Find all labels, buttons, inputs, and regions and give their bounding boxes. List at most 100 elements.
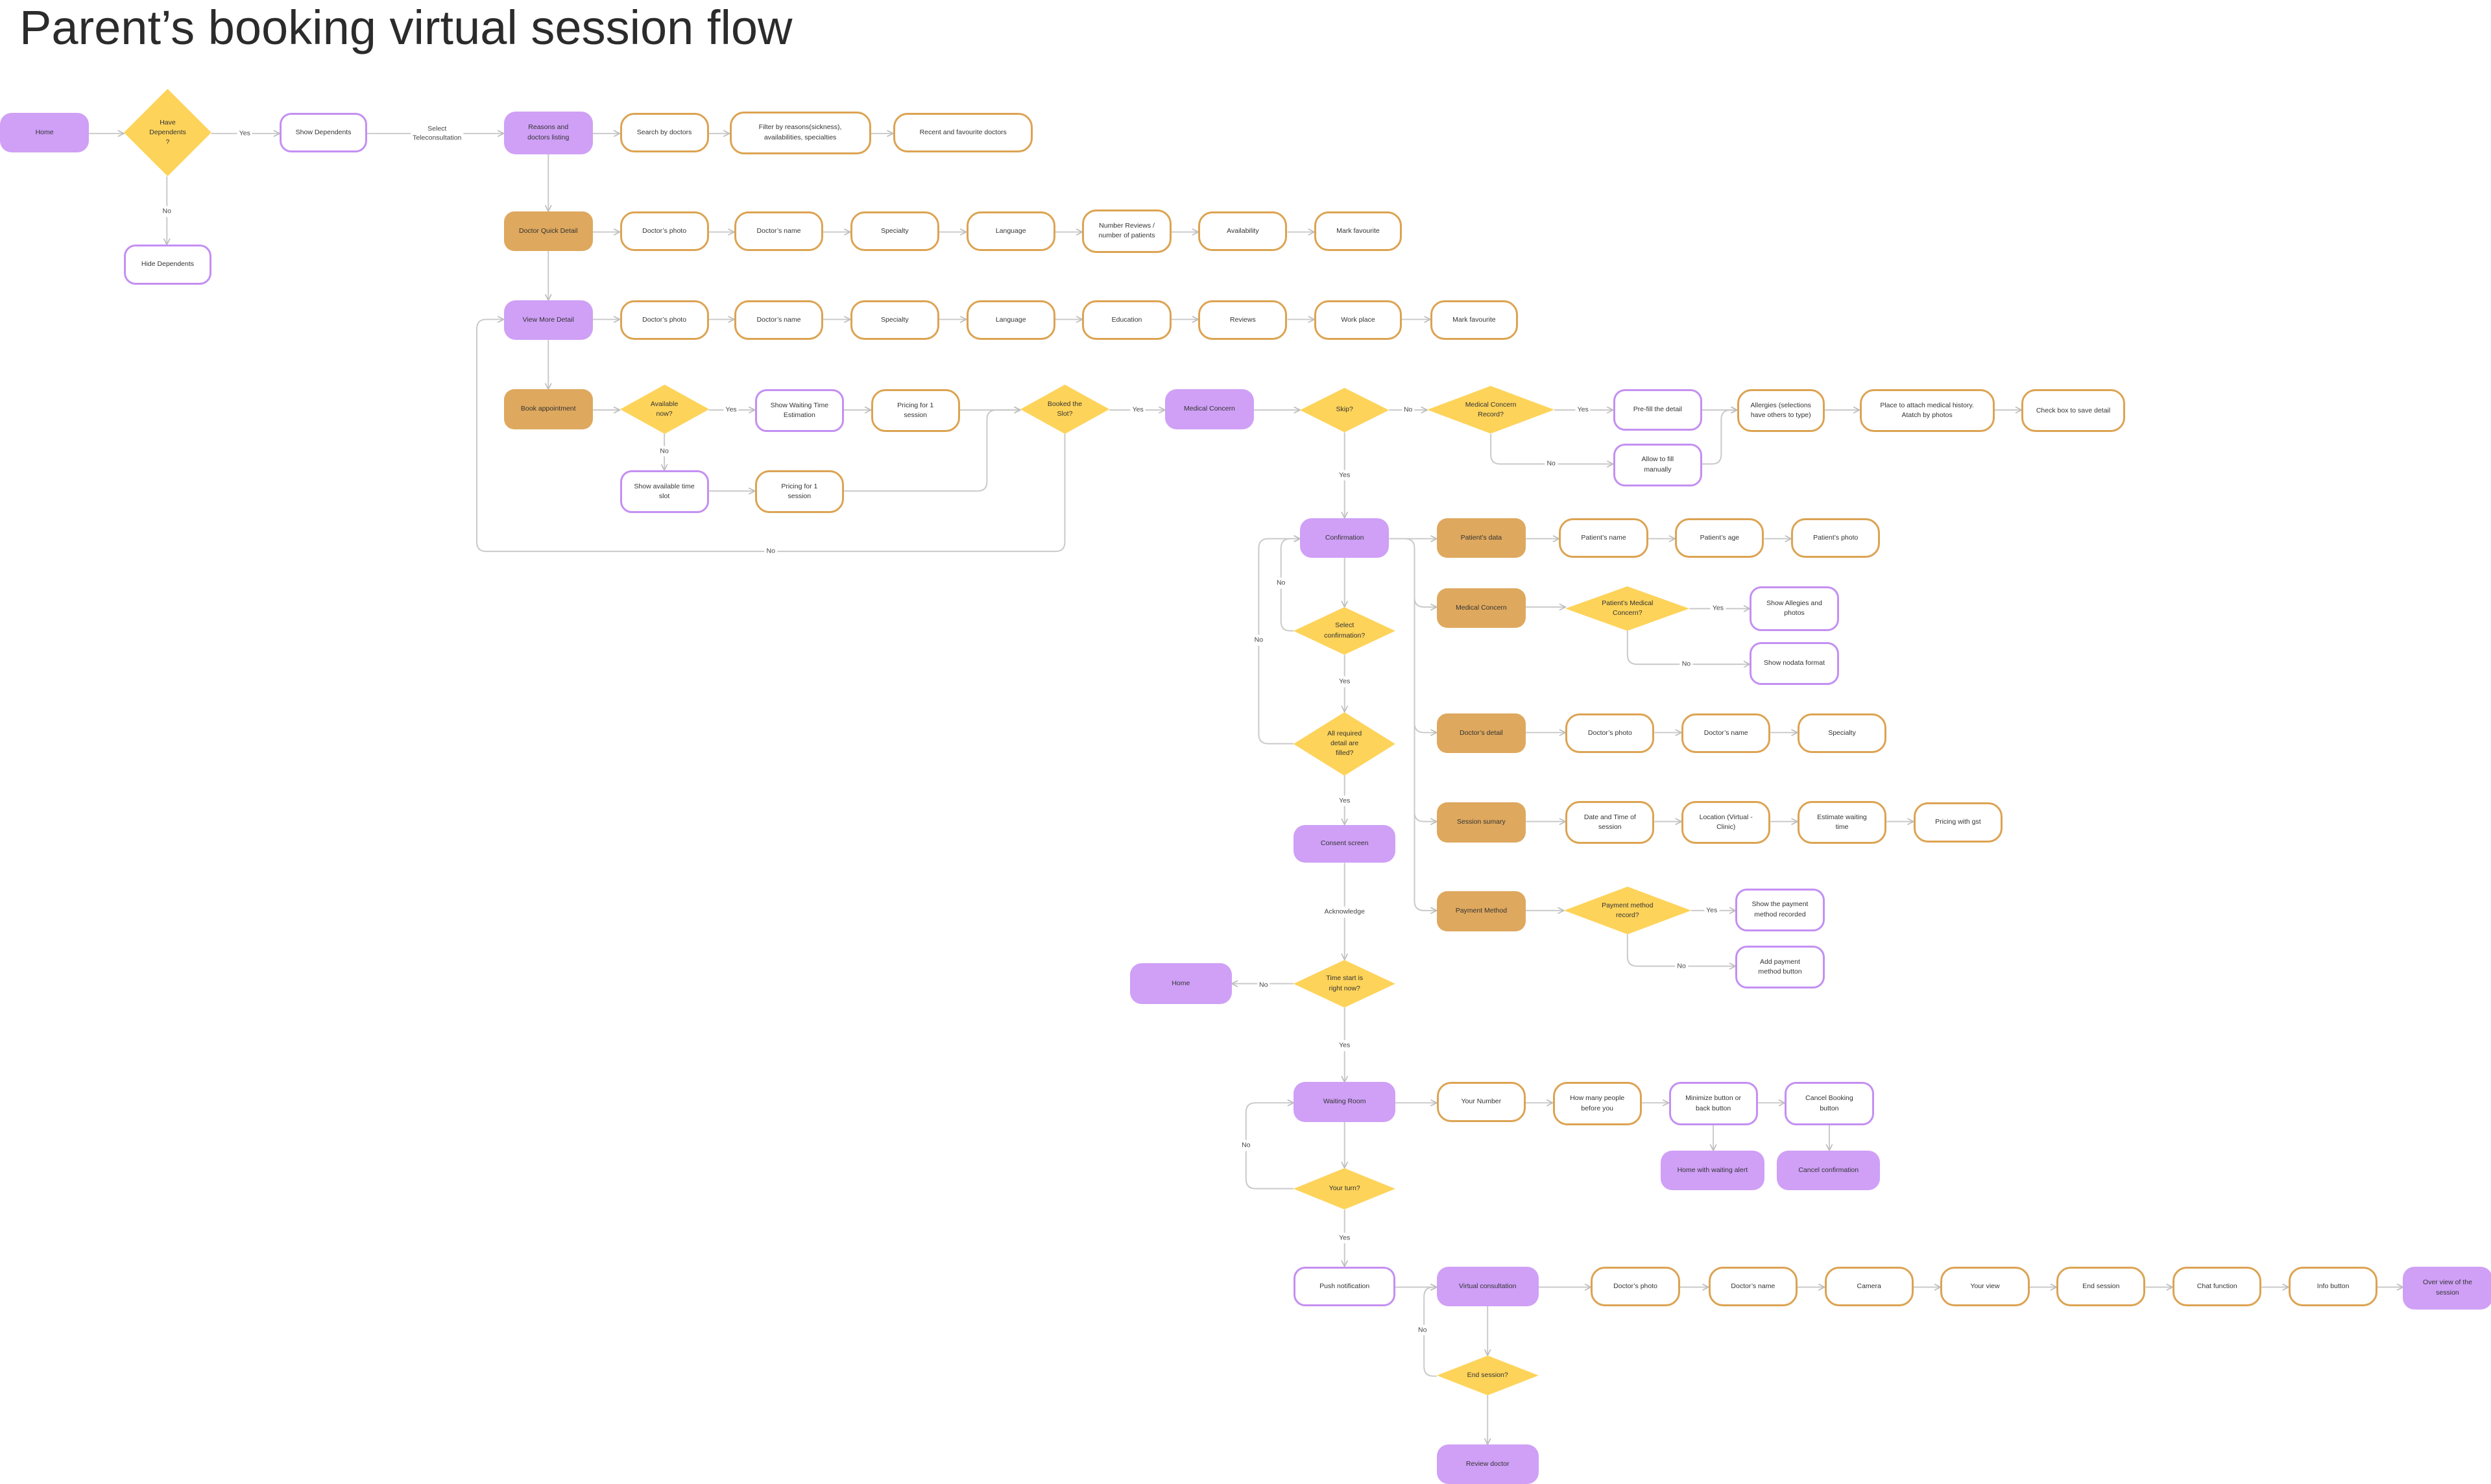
edge-label: No bbox=[764, 545, 777, 557]
connector bbox=[1414, 811, 1437, 822]
node-home2: Home bbox=[1129, 963, 1232, 1005]
connector bbox=[1389, 538, 1437, 911]
node-q-photo: Doctor’s photo bbox=[620, 211, 709, 252]
node-s-date: Date and Time of session bbox=[1565, 800, 1655, 844]
node-people: How many people before you bbox=[1552, 1082, 1642, 1125]
node-home-alert: Home with waiting alert bbox=[1661, 1150, 1764, 1191]
connector bbox=[1626, 934, 1736, 966]
node-slots: Show available time slot bbox=[620, 470, 709, 514]
node-book: Book appointment bbox=[503, 389, 593, 429]
edge-label: Yes bbox=[1337, 1232, 1353, 1243]
connector bbox=[1702, 410, 1737, 465]
node-pat-name: Patient’s name bbox=[1559, 518, 1648, 558]
connector bbox=[1414, 723, 1437, 733]
node-price2: Pricing for 1 session bbox=[754, 470, 844, 514]
node-m-name: Doctor’s name bbox=[734, 300, 824, 341]
node-nodata: Show nodata format bbox=[1750, 641, 1839, 685]
edge-label: Acknowledge bbox=[1322, 906, 1367, 918]
edge-label: Yes bbox=[1337, 795, 1353, 807]
node-pat-data: Patient’s data bbox=[1436, 518, 1526, 558]
node-pay-show: Show the payment method recorded bbox=[1735, 888, 1825, 931]
edge-label: Yes bbox=[1130, 404, 1146, 416]
decision-shape bbox=[1563, 887, 1691, 935]
node-q-reviews: Number Reviews / number of patients bbox=[1082, 209, 1172, 253]
node-c-pay: Payment Method bbox=[1436, 891, 1526, 931]
connector bbox=[1245, 1103, 1294, 1190]
edge-label: No bbox=[1675, 961, 1688, 972]
decision-your-turn: Your turn? bbox=[1294, 1167, 1396, 1210]
node-cd-photo: Doctor’s photo bbox=[1565, 713, 1655, 754]
decision-shape bbox=[124, 89, 211, 176]
node-minimize: Minimize button or back button bbox=[1668, 1082, 1758, 1125]
edge-label: Yes bbox=[1337, 470, 1353, 481]
edge-label: No bbox=[1252, 635, 1266, 646]
node-checkbox: Check box to save detail bbox=[2021, 389, 2125, 433]
node-pay-add: Add payment method button bbox=[1735, 945, 1825, 988]
node-q-avail: Availability bbox=[1198, 211, 1288, 252]
decision-skip: Skip? bbox=[1300, 387, 1390, 433]
node-recent: Recent and favourite doctors bbox=[893, 112, 1033, 153]
decision-label: Select confirmation? bbox=[1324, 621, 1366, 640]
node-hide-dep: Hide Dependents bbox=[124, 245, 211, 285]
connector bbox=[476, 319, 1066, 553]
edge-label: No bbox=[1274, 577, 1288, 589]
node-m-spec: Specialty bbox=[850, 300, 939, 341]
node-q-spec: Specialty bbox=[850, 211, 939, 252]
node-v-over: Over view of the session bbox=[2403, 1266, 2491, 1310]
edge-label: No bbox=[1416, 1324, 1429, 1335]
node-quick: Doctor Quick Detail bbox=[503, 211, 593, 252]
edge-label: Yes bbox=[1337, 1040, 1353, 1051]
node-allergies: Allergies (selections have others to typ… bbox=[1737, 389, 1825, 433]
decision-label: Patient’s Medical Concern? bbox=[1602, 599, 1654, 617]
node-consent: Consent screen bbox=[1294, 824, 1396, 863]
node-v-chat: Chat function bbox=[2172, 1266, 2262, 1306]
node-m-work: Work place bbox=[1314, 300, 1402, 341]
node-home: Home bbox=[0, 112, 90, 153]
node-v-end: End session bbox=[2056, 1266, 2146, 1306]
decision-med-rec: Medical Concern Record? bbox=[1427, 386, 1555, 434]
decision-pat-med: Patient’s Medical Concern? bbox=[1565, 586, 1690, 631]
node-m-lang: Language bbox=[966, 300, 1055, 341]
connector bbox=[1626, 630, 1750, 664]
node-push: Push notification bbox=[1294, 1266, 1396, 1306]
node-v-view: Your view bbox=[1940, 1266, 2030, 1306]
node-q-name: Doctor’s name bbox=[734, 211, 824, 252]
edge-label: Yes bbox=[1575, 404, 1591, 416]
decision-label: Payment method record? bbox=[1602, 901, 1654, 919]
node-c-med: Medical Concern bbox=[1436, 588, 1526, 628]
node-c-sess: Session sumary bbox=[1436, 802, 1526, 843]
decision-shape bbox=[1294, 712, 1396, 776]
decision-shape bbox=[1565, 586, 1690, 631]
node-review: Review doctor bbox=[1436, 1444, 1539, 1484]
node-s-price: Pricing with gst bbox=[1913, 802, 2003, 843]
decision-shape bbox=[1300, 387, 1390, 433]
decision-label: Have Dependents ? bbox=[149, 118, 186, 147]
decision-shape bbox=[1294, 1167, 1396, 1210]
node-cancel-conf: Cancel confirmation bbox=[1777, 1150, 1881, 1191]
decision-label: Time start is right now? bbox=[1326, 974, 1364, 992]
edge-label: No bbox=[1401, 404, 1415, 416]
node-your-num: Your Number bbox=[1436, 1082, 1526, 1122]
node-m-edu: Education bbox=[1082, 300, 1172, 341]
node-show-dep: Show Dependents bbox=[280, 112, 367, 153]
decision-time-now: Time start is right now? bbox=[1294, 959, 1396, 1008]
node-v-name: Doctor’s name bbox=[1708, 1266, 1798, 1306]
node-v-cam: Camera bbox=[1824, 1266, 1914, 1306]
decision-shape bbox=[1294, 959, 1396, 1008]
decision-label: All required detail are filled? bbox=[1327, 729, 1362, 758]
connector bbox=[1490, 433, 1613, 464]
node-c-doc: Doctor’s detail bbox=[1436, 713, 1526, 754]
node-cd-spec: Specialty bbox=[1797, 713, 1887, 754]
node-med: Medical Concern bbox=[1164, 389, 1255, 429]
decision-sel-conf: Select confirmation? bbox=[1294, 606, 1396, 655]
node-virtual: Virtual consultation bbox=[1436, 1266, 1539, 1306]
node-q-fav: Mark favourite bbox=[1314, 211, 1402, 252]
decision-avail-now: Available now? bbox=[620, 384, 709, 434]
edge-label: Yes bbox=[723, 404, 739, 416]
decision-label: Your turn? bbox=[1329, 1184, 1360, 1192]
decision-shape bbox=[1436, 1355, 1539, 1396]
decision-booked: Booked the Slot? bbox=[1020, 384, 1110, 434]
decision-label: Skip? bbox=[1336, 405, 1353, 414]
node-s-wait: Estimate waiting time bbox=[1797, 800, 1887, 844]
decision-shape bbox=[620, 384, 709, 434]
